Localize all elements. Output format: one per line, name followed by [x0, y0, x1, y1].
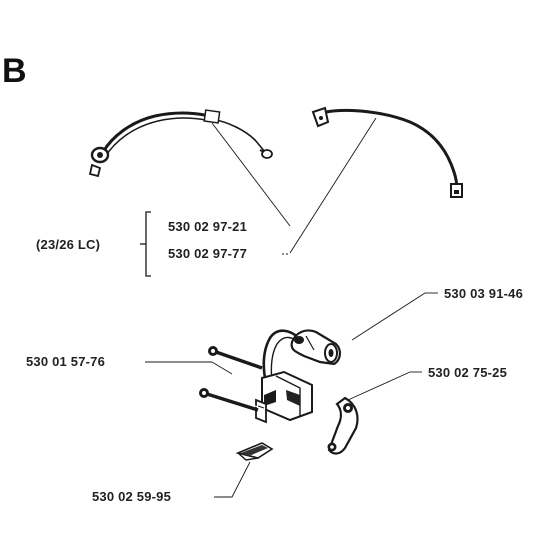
insulator-plate	[235, 442, 274, 461]
ignition-screw-upper	[208, 346, 263, 370]
part-label-insulator: 530 02 59-95	[92, 489, 172, 504]
part-label-ignition-lead-b: 530 02 97-77	[168, 246, 248, 261]
spark-plug-cap	[290, 329, 341, 366]
part-label-ignition-lead-a: 530 02 97-21	[168, 219, 248, 234]
part-label-ignition-clip: 530 02 75-25	[428, 365, 508, 380]
ignition-clip	[327, 396, 359, 455]
part-label-ignition-screw: 530 01 57-76	[26, 354, 106, 369]
leader-line-plug-cap	[351, 292, 426, 341]
leader-line-clip	[347, 371, 411, 401]
ignition-module	[255, 329, 313, 424]
model-bracket	[145, 211, 151, 277]
leader-line-insulator	[214, 461, 251, 498]
leader-line-lead-a	[211, 122, 291, 227]
section-letter: B	[2, 52, 27, 90]
part-label-spark-plug-cap: 530 03 91-46	[444, 286, 524, 301]
model-note-label: (23/26 LC)	[36, 237, 101, 252]
ignition-screw-lower	[199, 388, 259, 412]
ignition-lead-left	[88, 109, 273, 178]
leader-line-lead-b	[289, 117, 377, 254]
ignition-lead-right	[311, 106, 463, 198]
